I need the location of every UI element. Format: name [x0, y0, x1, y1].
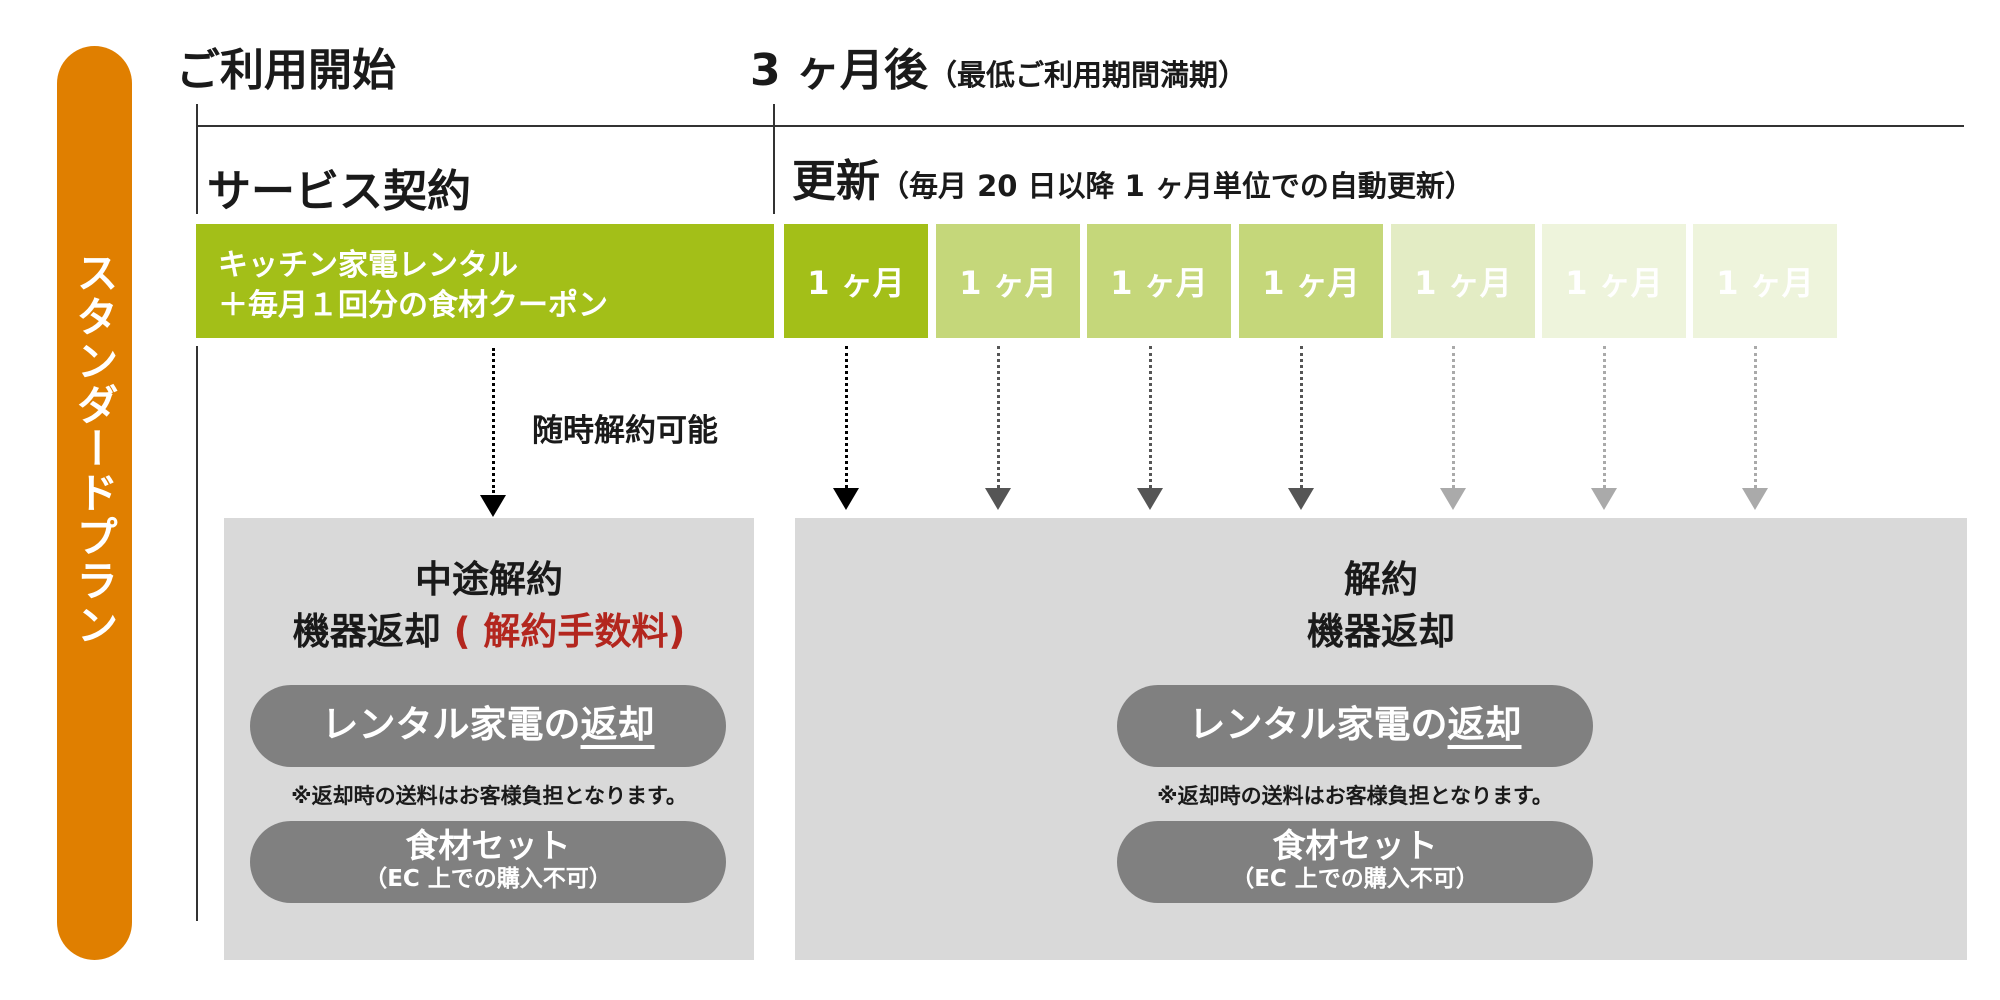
renewal-heading: 更新（毎月 20 日以降 1 ヶ月単位での自動更新）	[792, 160, 1474, 205]
month-box-5: 1 ヶ月	[1391, 224, 1535, 338]
regular-cancel-panel: 解約 機器返却 レンタル家電の返却 ※返却時の送料はお客様負担となります。 食材…	[795, 518, 1967, 960]
month-box-2: 1 ヶ月	[936, 224, 1080, 338]
renewal-arrow-head-3	[1137, 488, 1163, 510]
shipping-fee-note: ※返却時の送料はお客様負担となります。	[291, 784, 687, 808]
cancellation-fee: ( 解約手数料)	[453, 610, 686, 653]
three-months-label: 3 ヶ月後	[750, 45, 928, 96]
renewal-arrow-head-4	[1288, 488, 1314, 510]
renewal-arrow-1	[845, 346, 848, 488]
month-box-1: 1 ヶ月	[784, 224, 928, 338]
early-cancel-title-line1: 中途解約	[415, 558, 563, 601]
return-button-text-a: レンタル家電の	[321, 703, 581, 746]
renewal-arrow-5	[1452, 346, 1455, 488]
renewal-label: 更新	[792, 156, 880, 207]
renewal-arrow-head-7	[1742, 488, 1768, 510]
return-appliance-button[interactable]: レンタル家電の返却	[250, 685, 726, 767]
renewal-arrow-3	[1149, 346, 1152, 488]
early-cancel-arrow-head	[480, 495, 506, 517]
month-box-3: 1 ヶ月	[1087, 224, 1231, 338]
month-box-7: 1 ヶ月	[1693, 224, 1837, 338]
contract-box: キッチン家電レンタル ＋毎月１回分の食材クーポン	[196, 224, 774, 338]
regular-cancel-title-line1: 解約	[1344, 558, 1418, 601]
regular-cancel-title-line2: 機器返却	[1307, 610, 1455, 653]
renewal-arrow-7	[1754, 346, 1757, 488]
contract-line-1: キッチン家電レンタル	[218, 248, 518, 283]
return-button-text-b: 返却	[580, 703, 655, 746]
return-button-text-a: レンタル家電の	[1188, 703, 1448, 746]
renewal-arrow-2	[997, 346, 1000, 488]
renewal-arrow-head-6	[1591, 488, 1617, 510]
renewal-arrow-head-5	[1440, 488, 1466, 510]
food-set-label: 食材セット	[1272, 826, 1438, 865]
timeline-three-month-tick	[773, 104, 775, 214]
contract-line-2: ＋毎月１回分の食材クーポン	[218, 288, 608, 323]
early-cancel-title-line2: 機器返却	[292, 610, 441, 653]
early-cancel-panel: 中途解約 機器返却 ( 解約手数料) レンタル家電の返却 ※返却時の送料はお客様…	[224, 518, 754, 960]
renewal-note: （毎月 20 日以降 1 ヶ月単位での自動更新）	[880, 169, 1474, 203]
contract-heading: サービス契約	[207, 166, 471, 217]
start-label: ご利用開始	[176, 45, 396, 96]
anytime-cancel-note: 随時解約可能	[532, 413, 718, 449]
renewal-arrow-4	[1300, 346, 1303, 488]
regular-cancel-title: 解約 機器返却	[795, 554, 1967, 658]
food-set-label: 食材セット	[405, 826, 571, 865]
month-box-6: 1 ヶ月	[1542, 224, 1686, 338]
return-button-text-b: 返却	[1447, 703, 1522, 746]
timeline-start-tick	[196, 104, 198, 214]
early-cancel-arrow-line	[492, 348, 495, 493]
timeline-axis	[196, 125, 1964, 127]
food-set-note: （EC 上での購入不可）	[1231, 866, 1479, 892]
food-set-button[interactable]: 食材セット （EC 上での購入不可）	[250, 821, 726, 903]
renewal-arrow-6	[1603, 346, 1606, 488]
renewal-arrow-head-1	[833, 488, 859, 510]
return-appliance-button[interactable]: レンタル家電の返却	[1117, 685, 1593, 767]
three-months-heading: 3 ヶ月後（最低ご利用期間満期）	[750, 49, 1247, 94]
minimum-period-note: （最低ご利用期間満期）	[927, 58, 1247, 92]
month-box-4: 1 ヶ月	[1239, 224, 1383, 338]
food-set-button[interactable]: 食材セット （EC 上での購入不可）	[1117, 821, 1593, 903]
timeline-start-line	[196, 346, 198, 921]
food-set-note: （EC 上での購入不可）	[364, 866, 612, 892]
plan-label-pill: スタンダードプラン	[57, 46, 132, 960]
shipping-fee-note: ※返却時の送料はお客様負担となります。	[1157, 784, 1553, 808]
early-cancel-title: 中途解約 機器返却 ( 解約手数料)	[224, 554, 754, 658]
plan-name: スタンダードプラン	[70, 251, 119, 647]
renewal-arrow-head-2	[985, 488, 1011, 510]
